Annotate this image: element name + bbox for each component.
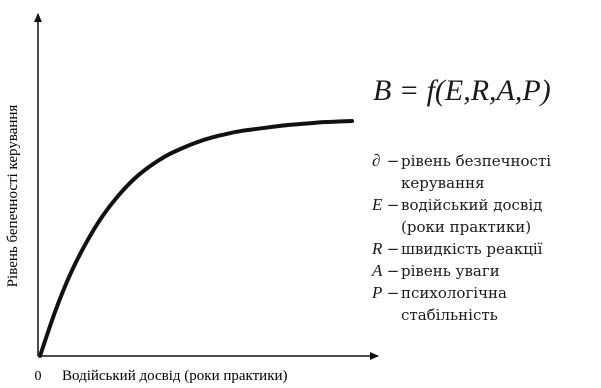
data-point <box>54 308 58 312</box>
data-point <box>38 354 42 358</box>
legend-description: швидкість реакції <box>401 240 543 258</box>
legend-item: P − психологічна стабільність <box>372 282 600 326</box>
legend-symbol: R <box>372 239 383 258</box>
x-axis-label: Водійський досвід (роки практики) <box>62 368 288 384</box>
legend-symbol: A <box>372 261 383 280</box>
legend-symbol: P <box>372 283 383 302</box>
legend-description: психологічна стабільність <box>401 284 507 324</box>
data-points <box>38 119 354 358</box>
legend-description: рівень уваги <box>401 262 500 280</box>
data-point <box>272 125 276 129</box>
legend-item: ∂ − рівень безпечності керування <box>372 150 600 194</box>
data-point <box>163 155 167 159</box>
data-point <box>303 122 307 126</box>
legend-dash: − <box>386 262 400 280</box>
data-point <box>69 270 73 274</box>
data-point <box>132 178 136 182</box>
data-point <box>350 119 354 123</box>
x-tick-label: 0 <box>35 369 42 384</box>
data-point <box>319 120 323 124</box>
data-point <box>210 136 214 140</box>
y-axis-label: Рівень бепечності керування <box>5 105 21 288</box>
data-point <box>241 129 245 133</box>
data-point <box>225 132 229 136</box>
data-point <box>194 141 198 145</box>
legend-dash: − <box>386 196 400 214</box>
legend-dash: − <box>386 152 400 170</box>
data-point <box>116 194 120 198</box>
legend-dash: − <box>386 240 400 258</box>
data-point <box>256 127 260 131</box>
legend-description: водійський досвід (роки практики) <box>401 196 543 236</box>
legend-item: A − рівень уваги <box>372 260 600 282</box>
legend-description: рівень безпечності керування <box>401 152 552 192</box>
formula: B = f(E,R,A,P) <box>373 74 551 107</box>
data-point <box>334 120 338 124</box>
data-point <box>100 214 104 218</box>
series-line <box>38 119 354 358</box>
legend-dash: − <box>386 284 400 302</box>
legend-symbol: E <box>372 195 383 214</box>
data-point <box>85 240 89 244</box>
legend: ∂ − рівень безпечності керування E − вод… <box>372 150 600 326</box>
legend-item: R − швидкість реакції <box>372 238 600 260</box>
data-point <box>178 147 182 151</box>
data-point <box>288 123 292 127</box>
data-point <box>147 165 151 169</box>
legend-item: E − водійський досвід (роки практики) <box>372 194 600 238</box>
legend-symbol: ∂ <box>372 151 381 170</box>
